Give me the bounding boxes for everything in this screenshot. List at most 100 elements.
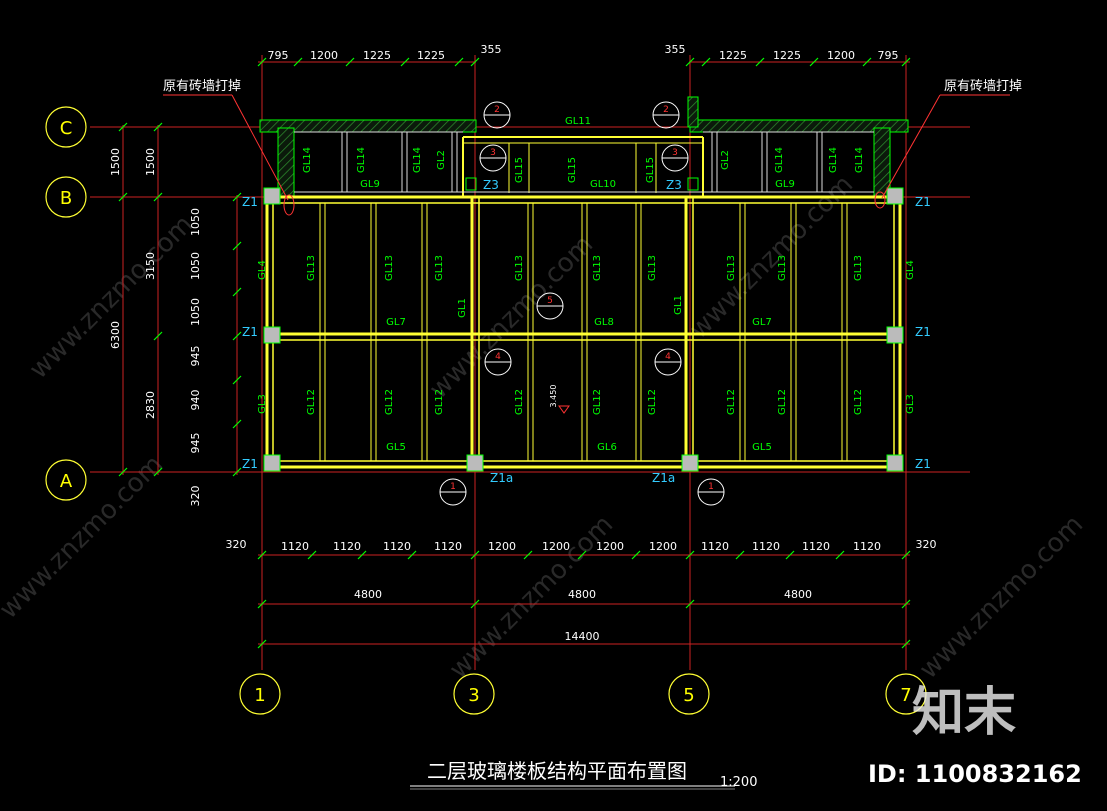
beam-label: GL3 xyxy=(905,394,916,414)
svg-text:3.450: 3.450 xyxy=(549,385,558,408)
scale-text: 1:200 xyxy=(720,775,757,790)
label-z1: Z1 xyxy=(242,195,258,209)
section-mark-1: 1 xyxy=(697,478,725,506)
svg-text:1: 1 xyxy=(450,482,456,492)
dim-text: 1500 xyxy=(109,148,122,176)
dim-text: 1200 xyxy=(649,540,677,553)
beam-label: GL13 xyxy=(384,255,395,281)
brand-logo-text: 知末 xyxy=(912,683,1016,743)
beam-label: GL9 xyxy=(775,179,795,190)
beam-label: GL5 xyxy=(752,442,772,453)
svg-text:7: 7 xyxy=(900,685,911,706)
dim-text: 1225 xyxy=(773,49,801,62)
dim-text: 940 xyxy=(189,390,202,411)
column-z1 xyxy=(886,326,904,344)
dim-text: 355 xyxy=(665,43,686,56)
svg-text:4: 4 xyxy=(495,352,501,362)
beam-label: GL14 xyxy=(302,147,313,173)
dim-text: 2830 xyxy=(144,391,157,419)
beam-labels-v: GL4 GL4 GL3 GL3 GL1 GL1 GL13 GL13 GL13 G… xyxy=(257,147,916,415)
section-mark-5: 5 xyxy=(536,292,564,320)
section-mark-1: 1 xyxy=(439,478,467,506)
watermark-layer: www.znzmo.com www.znzmo.com www.znzmo.co… xyxy=(0,170,1089,685)
brand-watermark: 知末 ID: 1100832162 xyxy=(868,683,1082,788)
label-z1: Z1 xyxy=(915,195,931,209)
column-z3 xyxy=(465,177,477,191)
beam-label: GL14 xyxy=(828,147,839,173)
axis-bubble-b: B xyxy=(45,176,87,218)
dim-text: 1120 xyxy=(802,540,830,553)
beam-label: GL12 xyxy=(777,389,788,415)
dim-text: 1200 xyxy=(827,49,855,62)
svg-text:C: C xyxy=(60,118,73,139)
column-labels: Z1 Z1 Z1 Z1 Z1 Z1 Z1a Z1a Z3 Z3 xyxy=(242,178,931,485)
column-z1 xyxy=(886,454,904,472)
bottom-dimensions: 320 1120 1120 1120 1120 1200 1200 1200 1… xyxy=(226,538,937,643)
columns xyxy=(263,177,904,472)
beam-label: GL3 xyxy=(257,394,268,414)
dim-text: 1120 xyxy=(434,540,462,553)
column-z1 xyxy=(886,187,904,205)
dim-text: 3150 xyxy=(144,252,157,280)
beam-framing xyxy=(265,136,902,469)
title-text: 二层玻璃楼板结构平面布置图 xyxy=(427,759,687,783)
beam-label: GL12 xyxy=(592,389,603,415)
dim-text: 1225 xyxy=(363,49,391,62)
beam-label: GL13 xyxy=(647,255,658,281)
watermark-url: www.znzmo.com xyxy=(24,210,199,385)
axis-bubbles: C B A 1 3 5 7 xyxy=(45,106,927,715)
section-mark-2: 2 xyxy=(483,101,511,129)
axis-bubble-c: C xyxy=(45,106,87,148)
upper-framing xyxy=(294,131,874,193)
section-mark-2: 2 xyxy=(652,101,680,129)
beam-label: GL12 xyxy=(514,389,525,415)
dim-text: 1050 xyxy=(189,298,202,326)
dim-text: 355 xyxy=(481,43,502,56)
brick-walls xyxy=(259,96,909,197)
dim-text: 4800 xyxy=(568,588,596,601)
top-dimensions: 795 1200 1225 1225 355 355 1225 1225 120… xyxy=(268,43,899,62)
dim-text: 1200 xyxy=(310,49,338,62)
axis-bubble-1: 1 xyxy=(239,673,281,715)
column-z1 xyxy=(263,454,281,472)
axis-bubble-a: A xyxy=(45,459,87,501)
svg-text:3: 3 xyxy=(672,148,678,158)
note-left: 原有砖墙打掉 xyxy=(163,79,241,94)
svg-text:3: 3 xyxy=(468,685,479,706)
dim-text: 945 xyxy=(189,346,202,367)
label-z3: Z3 xyxy=(483,178,499,192)
section-mark-4: 4 xyxy=(484,348,512,376)
beam-label: GL14 xyxy=(356,147,367,173)
dim-text: 1200 xyxy=(596,540,624,553)
dim-text: 1225 xyxy=(417,49,445,62)
dim-text: 1225 xyxy=(719,49,747,62)
dim-text: 1050 xyxy=(189,208,202,236)
label-z1a: Z1a xyxy=(652,471,675,485)
beam-label: GL10 xyxy=(590,179,616,190)
label-z3: Z3 xyxy=(666,178,682,192)
svg-text:1: 1 xyxy=(708,482,714,492)
section-mark-4: 4 xyxy=(654,348,682,376)
beam-label: GL4 xyxy=(905,260,916,280)
dim-text: 795 xyxy=(268,49,289,62)
beam-label: GL6 xyxy=(597,442,617,453)
section-mark-3: 3 xyxy=(479,144,507,172)
svg-text:A: A xyxy=(60,471,73,492)
watermark-url: www.znzmo.com xyxy=(914,510,1089,685)
dim-text: 945 xyxy=(189,433,202,454)
beam-label: GL1 xyxy=(457,298,468,318)
dim-text: 1120 xyxy=(752,540,780,553)
axis-bubble-7: 7 xyxy=(885,673,927,715)
column-z3 xyxy=(687,177,699,191)
dim-text: 320 xyxy=(189,486,202,507)
dim-text: 6300 xyxy=(109,321,122,349)
beam-label: GL13 xyxy=(592,255,603,281)
dim-text: 1200 xyxy=(488,540,516,553)
column-z1 xyxy=(263,187,281,205)
beam-label: GL13 xyxy=(777,255,788,281)
section-markers: 2 2 3 3 5 4 4 1 1 xyxy=(439,101,725,506)
label-z1: Z1 xyxy=(242,457,258,471)
svg-text:3: 3 xyxy=(490,148,496,158)
drawing-title: 二层玻璃楼板结构平面布置图 1:200 xyxy=(410,759,757,790)
